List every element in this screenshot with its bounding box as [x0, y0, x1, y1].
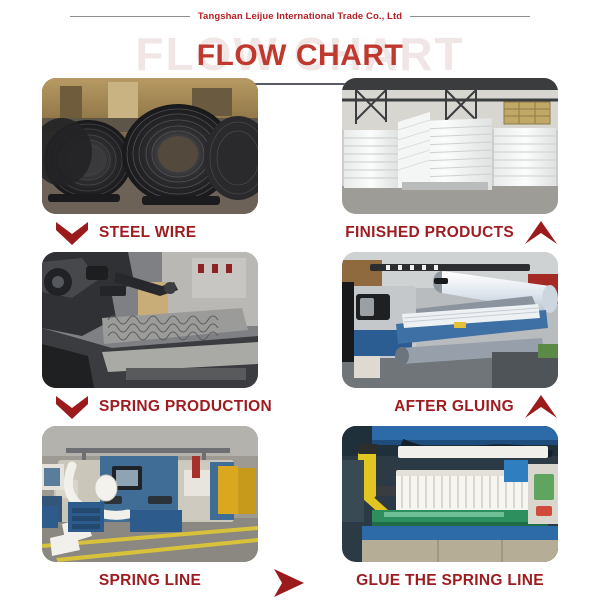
chevron-down-icon [56, 222, 88, 245]
caption-steel-wire: STEEL WIRE [0, 216, 300, 250]
chevron-right-icon [274, 569, 304, 597]
header-rule-left [69, 15, 190, 17]
flow-row-2: SPRING PRODUCTION [0, 252, 600, 426]
flow-step-after-gluing[interactable]: AFTER GLUING [300, 252, 600, 426]
photo-after-gluing [342, 252, 558, 388]
company-name: Tangshan Leijue International Trade Co.,… [197, 10, 403, 22]
caption-glue-the-spring-line: GLUE THE SPRING LINE [300, 564, 600, 598]
flow-chart-grid: STEEL WIRE [0, 78, 600, 598]
photo-spring-production [42, 252, 258, 388]
flow-row-1: STEEL WIRE [0, 78, 600, 252]
chevron-up-icon [525, 395, 557, 418]
page-title: FLOW CHART [196, 39, 404, 72]
flow-step-finished-products[interactable]: FINISHED PRODUCTS [300, 78, 600, 252]
label-spring-line: SPRING LINE [98, 572, 202, 589]
caption-spring-production: SPRING PRODUCTION [0, 390, 300, 424]
label-glue-the-spring-line: GLUE THE SPRING LINE [356, 572, 544, 589]
page-title-underline [236, 83, 364, 85]
photo-steel-wire [42, 78, 258, 214]
label-finished-products: FINISHED PRODUCTS [345, 224, 514, 241]
company-header-bar: Tangshan Leijue International Trade Co.,… [0, 8, 600, 24]
photo-finished-products [342, 78, 558, 214]
flow-step-spring-line[interactable]: SPRING LINE [0, 426, 300, 598]
page-title-block: FLOW CHART FLOW CHART [0, 22, 600, 85]
flow-step-spring-production[interactable]: SPRING PRODUCTION [0, 252, 300, 426]
caption-finished-products: FINISHED PRODUCTS [300, 216, 600, 250]
photo-glue-the-spring-line [342, 426, 558, 562]
chevron-up-icon [525, 221, 557, 244]
flow-step-glue-the-spring-line[interactable]: GLUE THE SPRING LINE [300, 426, 600, 598]
flow-row-3: SPRING LINE [0, 426, 600, 598]
label-steel-wire: STEEL WIRE [99, 224, 197, 241]
label-spring-production: SPRING PRODUCTION [99, 398, 273, 415]
caption-after-gluing: AFTER GLUING [300, 390, 600, 424]
caption-spring-line: SPRING LINE [0, 564, 300, 598]
flow-step-steel-wire[interactable]: STEEL WIRE [0, 78, 300, 252]
chevron-down-icon [56, 396, 88, 419]
header-rule-right [410, 15, 531, 17]
label-after-gluing: AFTER GLUING [394, 398, 514, 415]
page-title-ghost: FLOW CHART [135, 28, 465, 80]
photo-spring-line [42, 426, 258, 562]
